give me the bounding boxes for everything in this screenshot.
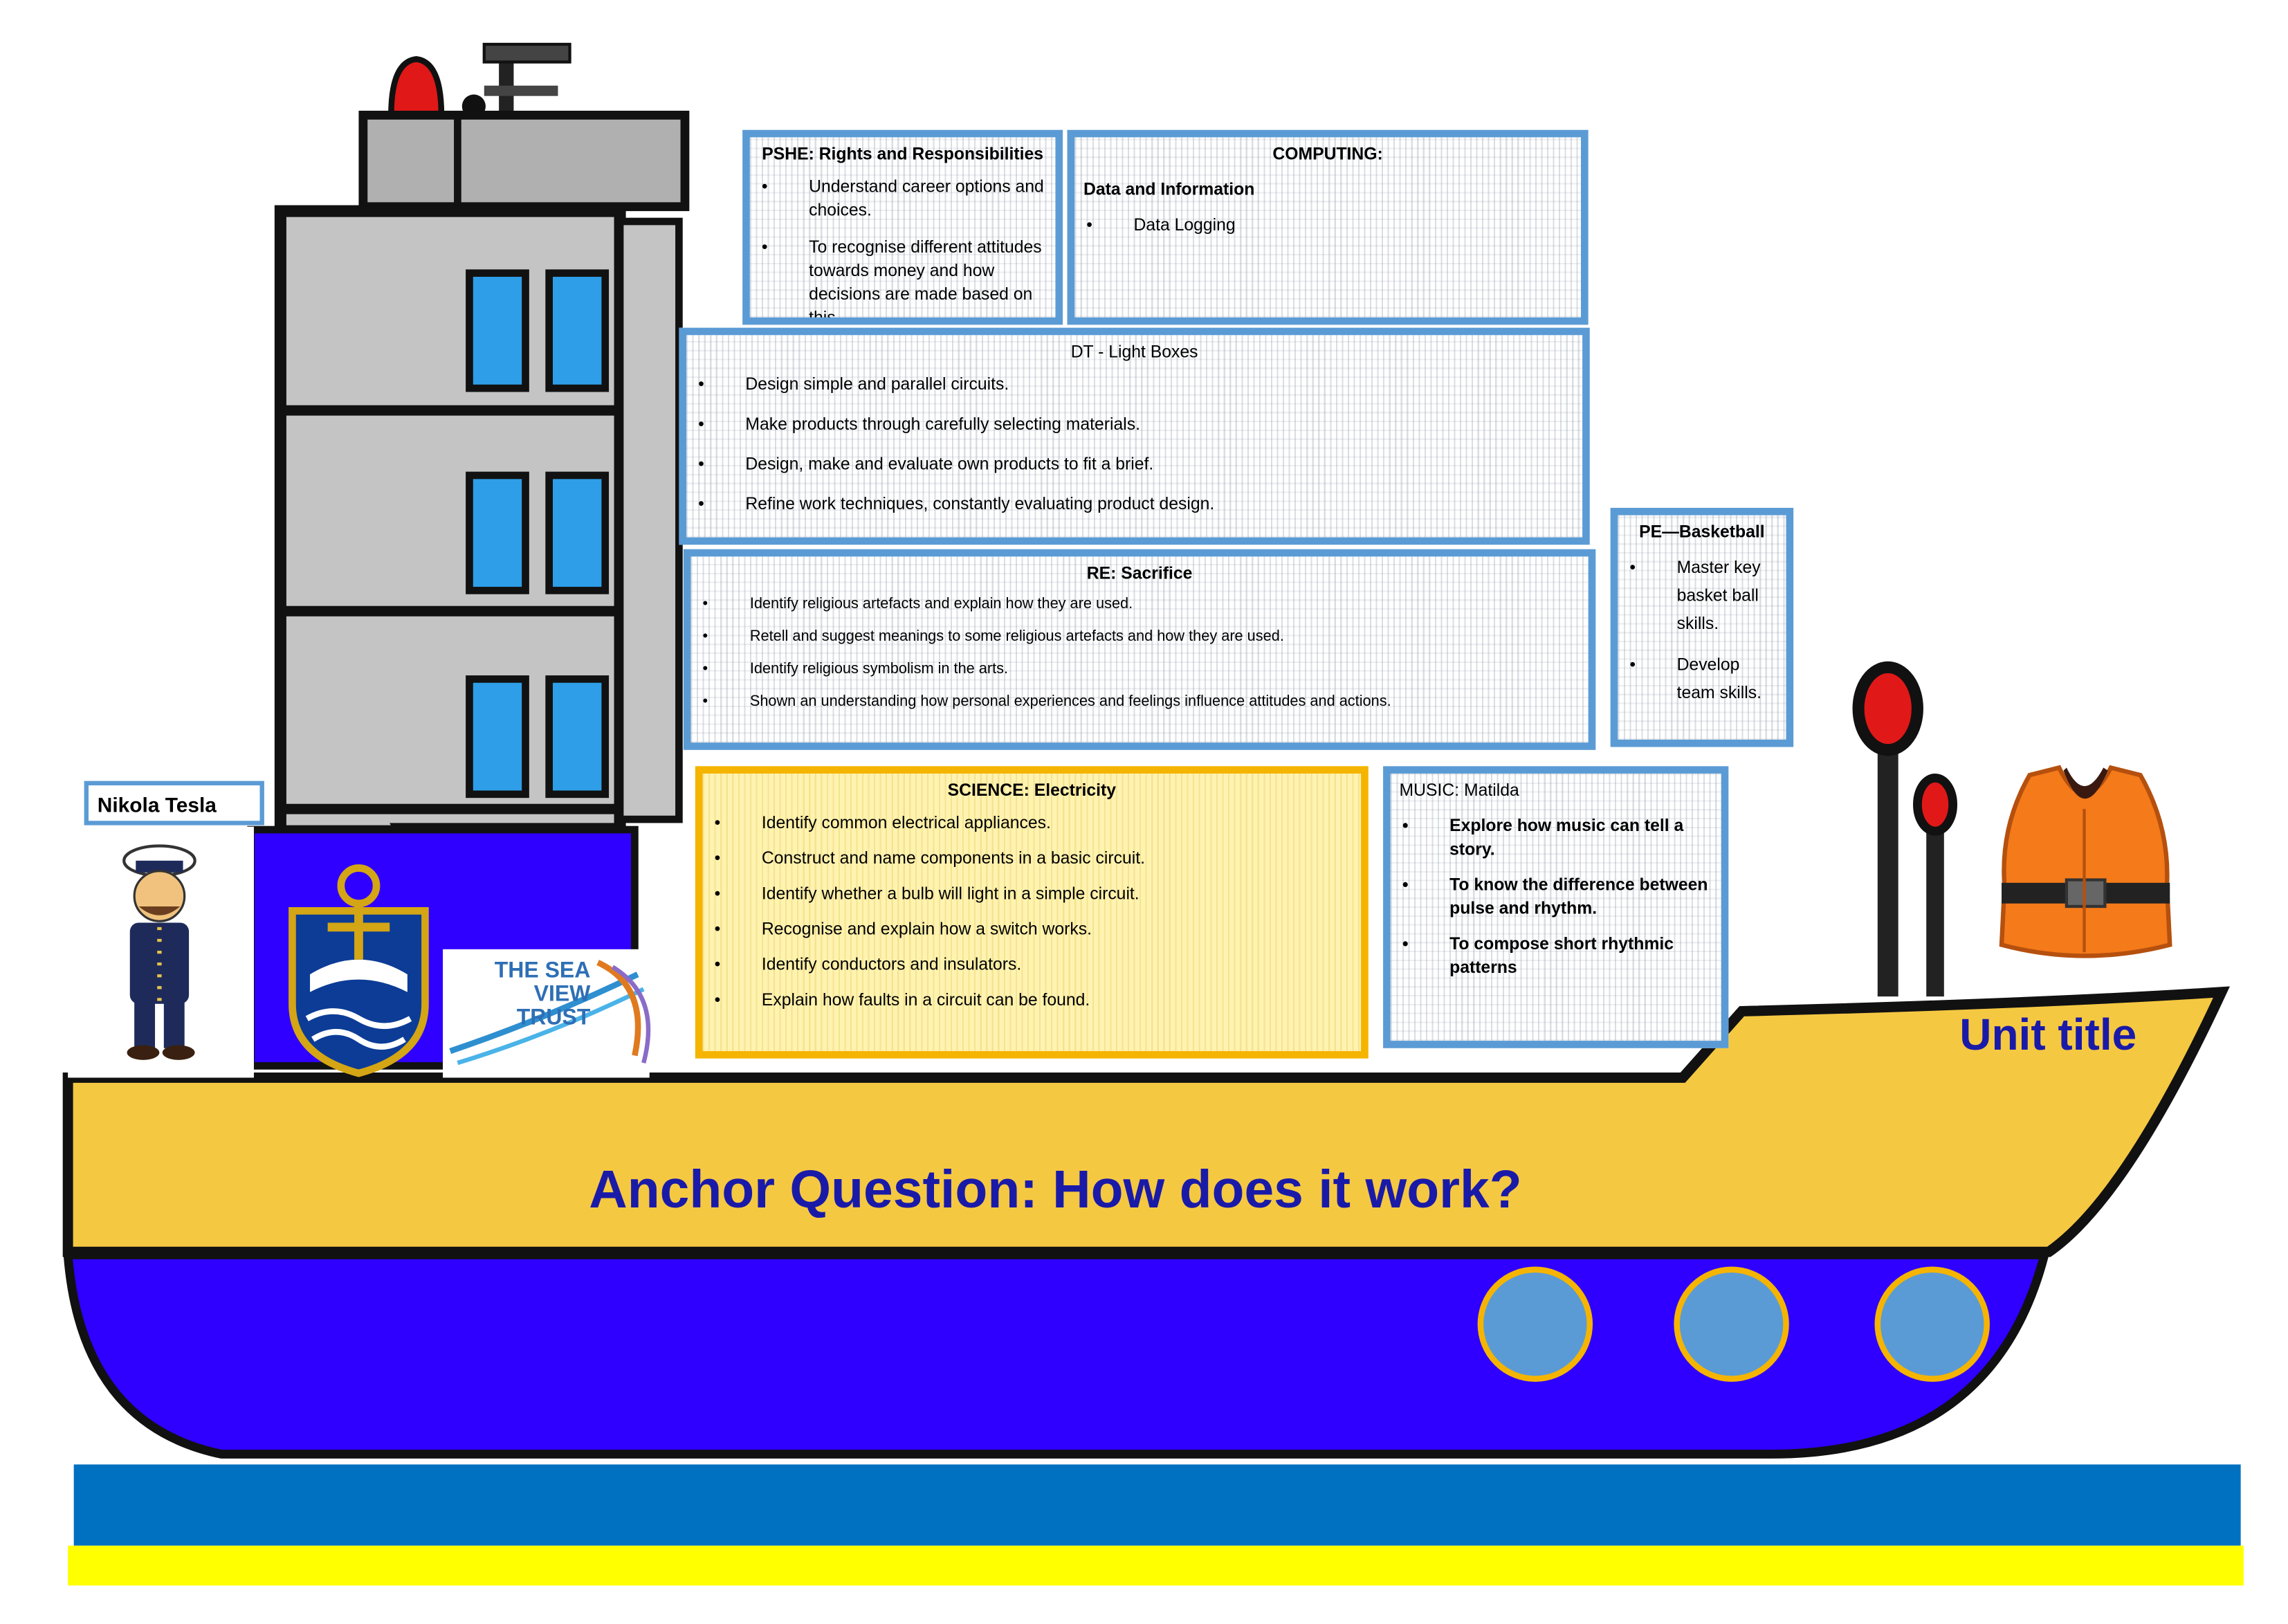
science-list: Identify common electrical appliances. C… [711, 812, 1352, 1012]
list-item: Explain how faults in a circuit can be f… [711, 989, 1352, 1012]
list-item: Understand career options and choices. [759, 176, 1047, 223]
person-name-label: Nikola Tesla [84, 781, 264, 825]
deck-yellow [62, 986, 2230, 1257]
list-item: Identify conductors and insulators. [711, 954, 1352, 977]
list-item: Master key basket ball skills. [1627, 554, 1777, 638]
music-list: Explore how music can tell a story. To k… [1400, 815, 1712, 980]
re-title: RE: Sacrifice [1086, 563, 1193, 583]
mast-light-small [1913, 773, 1958, 836]
unit-title: Unit title [1959, 1011, 2137, 1060]
list-item: Retell and suggest meanings to some reli… [699, 628, 1580, 648]
computing-subtitle: Data and Information [1083, 180, 1255, 199]
computing-list: Data Logging [1083, 214, 1572, 237]
list-item: Develop team skills. [1627, 652, 1777, 709]
dt-list: Design simple and parallel circuits. Mak… [695, 374, 1573, 517]
music-title: MUSIC: Matilda [1399, 781, 1519, 801]
list-item: Identify religious artefacts and explain… [699, 595, 1580, 616]
pe-title: PE—Basketball [1639, 522, 1765, 542]
pshe-title: PSHE: Rights and Responsibilities [762, 145, 1044, 164]
cabin-windows [466, 269, 610, 799]
list-item: Data Logging [1083, 214, 1572, 237]
pe-list: Master key basket ball skills. Develop t… [1627, 554, 1777, 708]
list-item: Explore how music can tell a story. [1400, 815, 1712, 862]
list-item: To recognise different attitudes towards… [759, 236, 1047, 317]
list-item: Recognise and explain how a switch works… [711, 918, 1352, 942]
music-panel: MUSIC: Matilda Explore how music can tel… [1383, 766, 1729, 1048]
sand-band [68, 1545, 2244, 1586]
list-item: Design simple and parallel circuits. [695, 374, 1573, 397]
list-item: Identify common electrical appliances. [711, 812, 1352, 835]
mast-light-large [1852, 661, 1923, 756]
science-panel: SCIENCE: Electricity Identify common ele… [695, 766, 1369, 1059]
list-item: To compose short rhythmic patterns [1400, 933, 1712, 980]
anchor-crest-icon [289, 864, 429, 1077]
trust-logo-text: THE SEA VIEW TRUST [494, 958, 591, 1030]
computing-panel: COMPUTING: Data and Information Data Log… [1067, 129, 1589, 325]
anchor-question: Anchor Question: How does it work? [589, 1158, 1522, 1220]
list-item: Design, make and evaluate own products t… [695, 453, 1573, 477]
list-item: Make products through carefully selectin… [695, 413, 1573, 437]
dt-panel: DT - Light Boxes Design simple and paral… [679, 327, 1590, 545]
list-item: Shown an understanding how personal expe… [699, 693, 1580, 713]
list-item: To know the difference between pulse and… [1400, 874, 1712, 921]
pe-panel: PE—Basketball Master key basket ball ski… [1610, 507, 1794, 747]
list-item: Refine work techniques, constantly evalu… [695, 493, 1573, 516]
beacon-light [388, 56, 445, 118]
bridge-cabin [358, 111, 690, 212]
list-item: Identify religious symbolism in the arts… [699, 660, 1580, 681]
re-list: Identify religious artefacts and explain… [699, 595, 1580, 714]
pshe-list: Understand career options and choices. T… [759, 176, 1047, 318]
list-item: Construct and name components in a basic… [711, 848, 1352, 871]
computing-title: COMPUTING: [1272, 145, 1383, 164]
pshe-panel: PSHE: Rights and Responsibilities Unders… [742, 129, 1063, 325]
science-title: SCIENCE: Electricity [947, 781, 1116, 801]
captain-illustration [122, 844, 196, 1060]
re-panel: RE: Sacrifice Identify religious artefac… [683, 549, 1596, 750]
list-item: Identify whether a bulb will light in a … [711, 883, 1352, 906]
sea-band [73, 1464, 2241, 1546]
life-jacket-icon [1999, 765, 2172, 958]
dt-title: DT - Light Boxes [1070, 342, 1198, 362]
portholes [1477, 1266, 1990, 1382]
